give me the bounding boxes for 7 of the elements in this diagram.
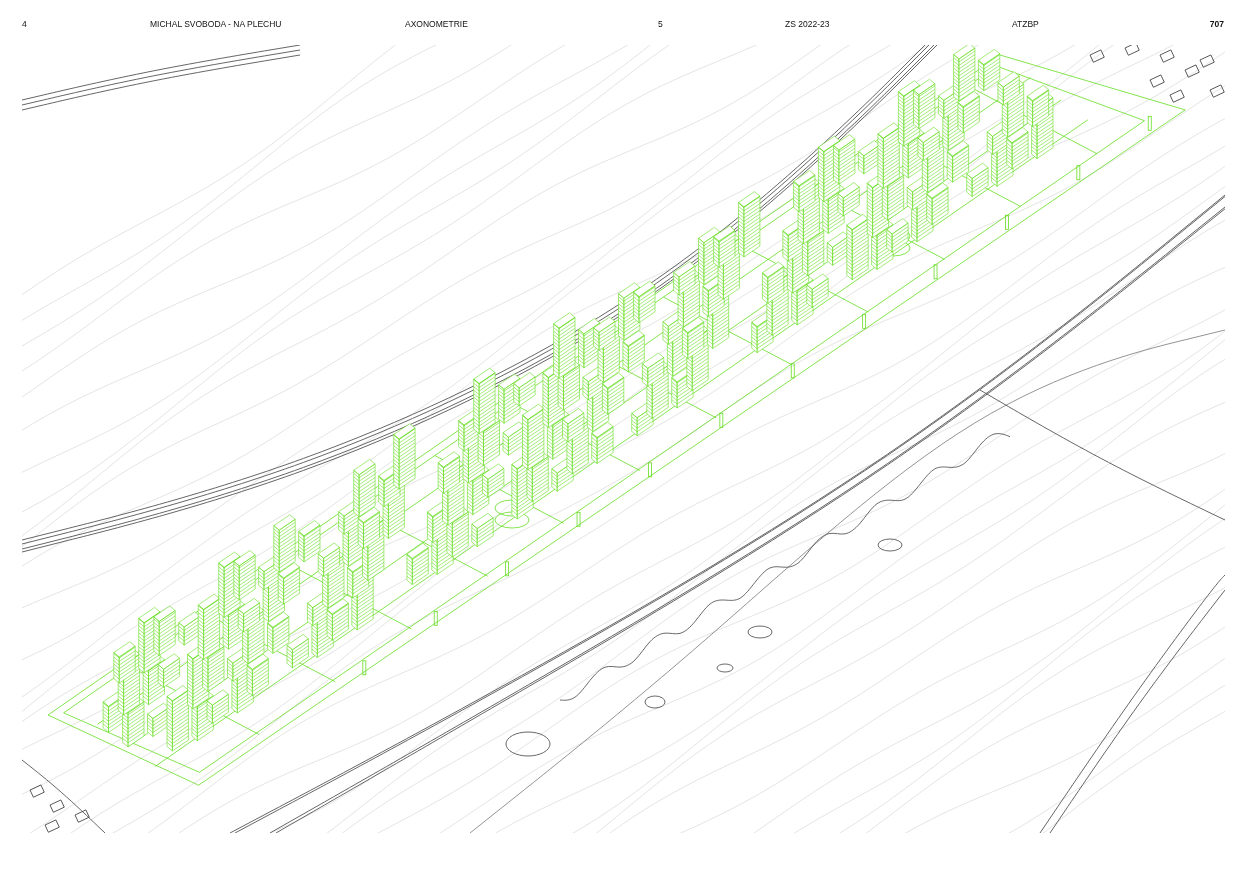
sheet-title: AXONOMETRIE [405,19,468,29]
course-label: ATZBP [1012,19,1039,29]
semester-label: ZS 2022-23 [785,19,830,29]
page-number: 5 [658,19,663,29]
studio-number: 707 [1209,19,1224,29]
author-title: MICHAL SVOBODA - NA PLECHU [150,19,282,29]
page-number: 4 [22,19,27,29]
